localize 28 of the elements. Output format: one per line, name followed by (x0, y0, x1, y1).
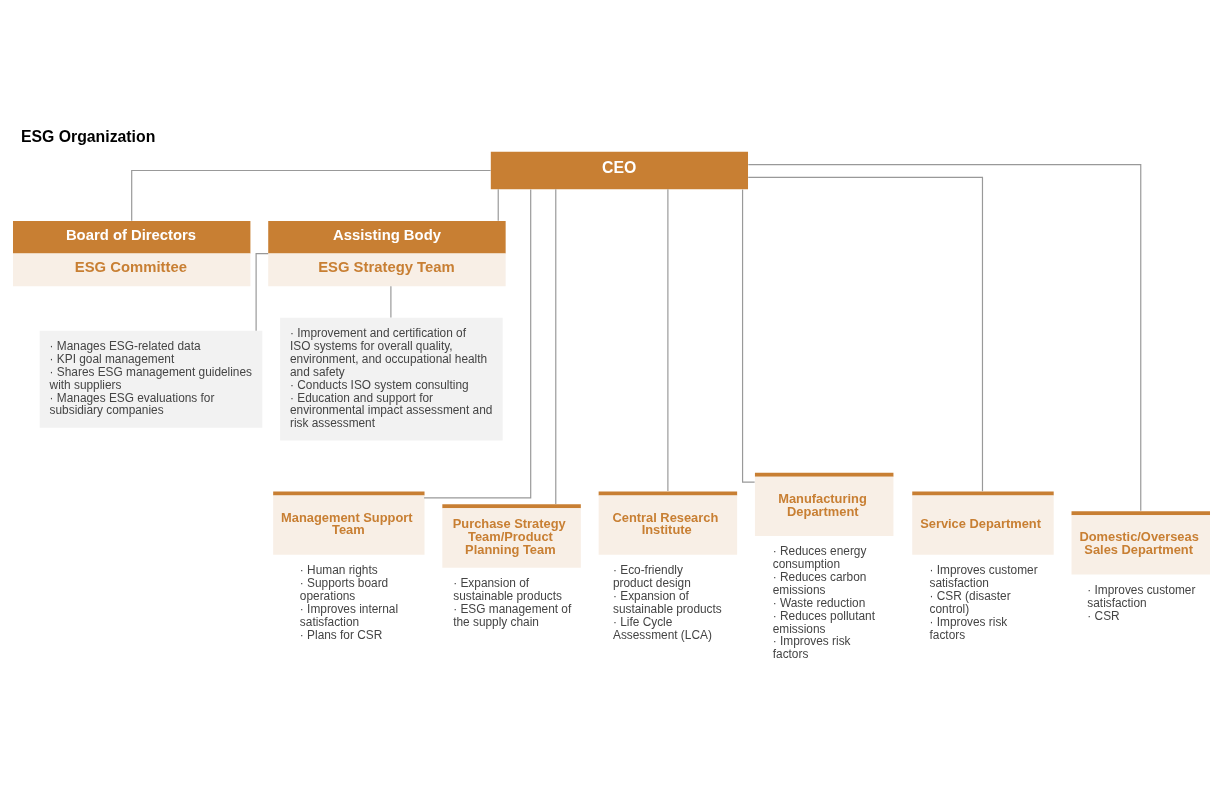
diagram-title: ESG Organization (20, 127, 156, 145)
node-label: · Human rights (299, 563, 378, 578)
connector (747, 163, 1142, 512)
node-box: CEO (490, 151, 748, 190)
node-label: · Eco-friendly product design (612, 563, 691, 591)
node-label: · Waste reduction (772, 595, 866, 610)
node-label: · Life Cycle Assessment (LCA) (612, 614, 712, 642)
connector (131, 169, 492, 222)
connector (555, 188, 557, 505)
connector (497, 188, 499, 222)
node-label: · Improves customer satisfaction (929, 563, 1038, 591)
node-label: · Reduces carbon emissions (772, 570, 867, 597)
node-label: · Improves customer satisfaction (1087, 582, 1196, 610)
node-box: · Improvement and certification of ISO systems for overall quality, environment, and occupational health and safety · Conducts ISO system consulting · Education and support for environmental impact assessment and risk assessment (280, 317, 503, 441)
connector (423, 188, 532, 499)
node-label: · Improves risk factors (772, 634, 851, 662)
node-label: · Expansion of sustainable products (453, 576, 562, 603)
connector (742, 188, 756, 483)
node-label: · Reduces pollutant emissions (772, 608, 875, 636)
node-label: · Plans for CSR (299, 627, 383, 642)
node-label: · Reduces energy consumption (772, 544, 867, 572)
node-label: · CSR (1087, 608, 1120, 623)
node-label: · CSR (disaster control) (929, 588, 1011, 616)
connector (667, 188, 669, 492)
node-box: · Manages ESG-related data · KPI goal management · Shares ESG management guidelines with suppliers · Manages ESG evaluations for subsidiary companies (39, 330, 263, 428)
connector (390, 285, 392, 319)
node-label: · Supports board operations (299, 576, 389, 603)
connector (747, 176, 984, 492)
